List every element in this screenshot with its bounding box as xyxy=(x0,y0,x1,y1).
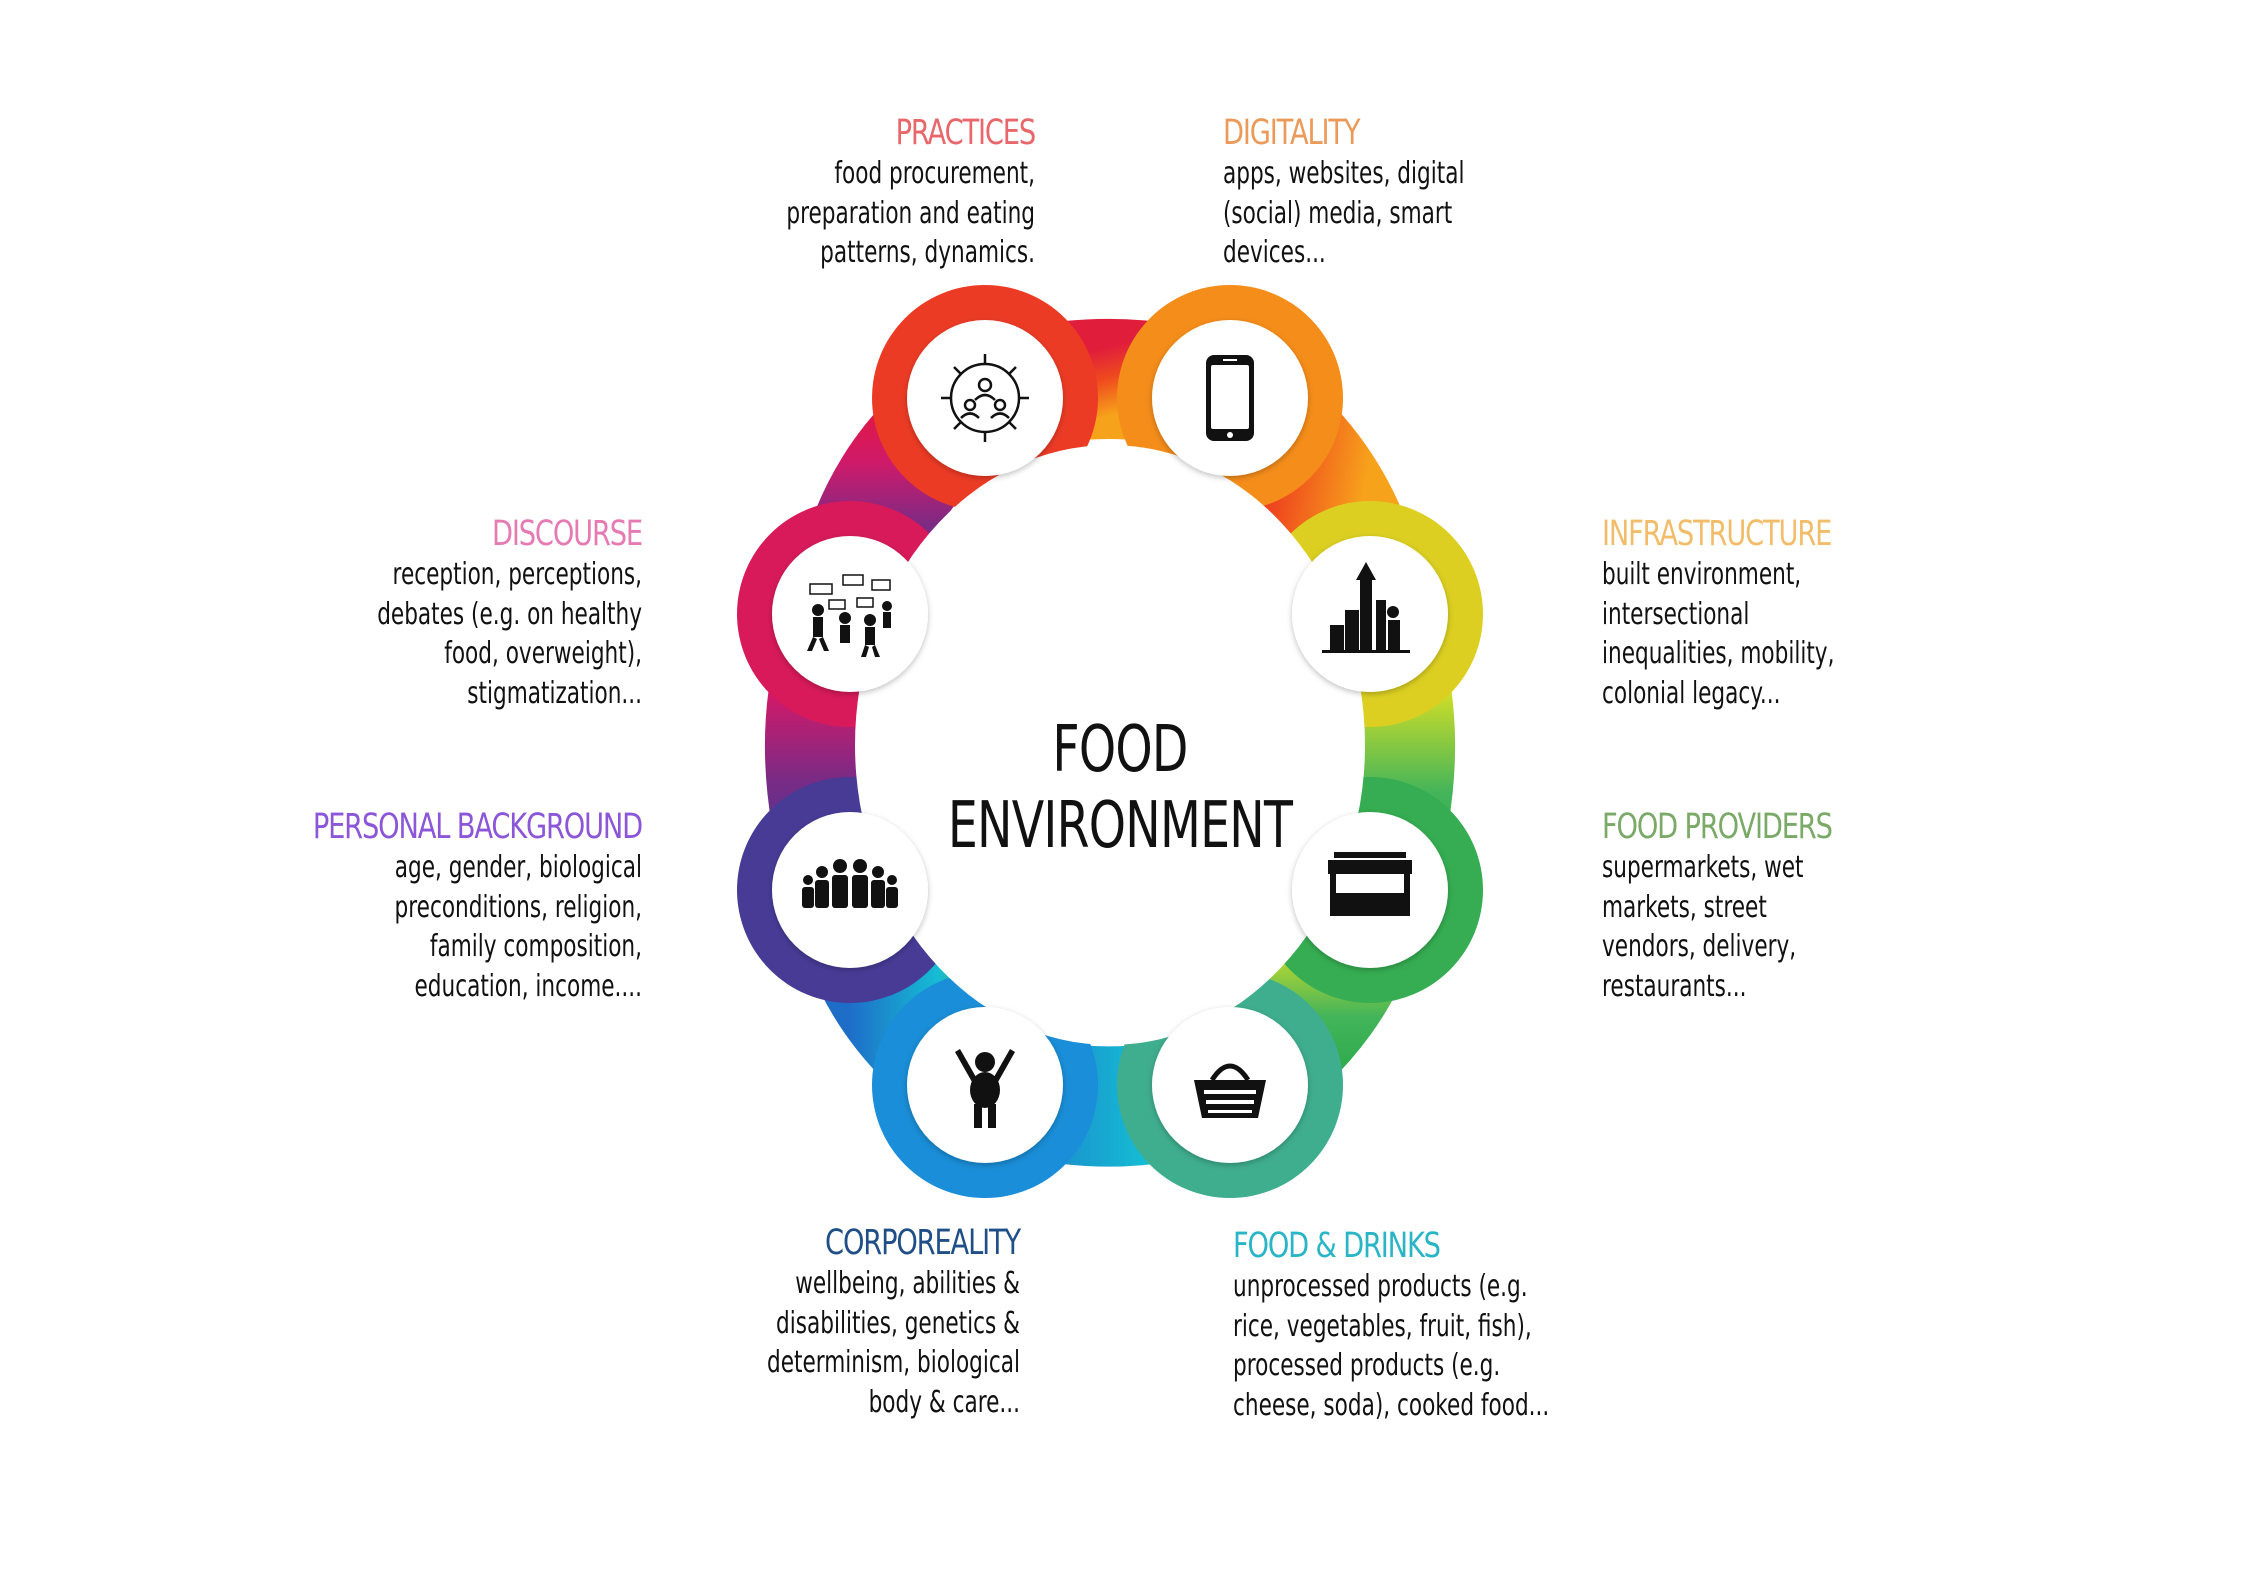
shopping-basket-icon xyxy=(1194,1063,1266,1118)
discourse-node xyxy=(772,536,928,692)
personal-background-description: age, gender, biological preconditions, r… xyxy=(394,850,642,1004)
digitality-label: DIGITALITY apps, websites, digital (soci… xyxy=(1223,112,1623,273)
food-providers-title: FOOD PROVIDERS xyxy=(1602,807,1833,847)
corporeality-label: CORPOREALITY wellbeing, abilities & disa… xyxy=(620,1222,1021,1422)
practices-description: food procurement, preparation and eating… xyxy=(786,156,1035,270)
personal-background-title: PERSONAL BACKGROUND xyxy=(312,807,643,847)
market-stall-icon xyxy=(1328,852,1412,916)
infrastructure-description: built environment, intersectional inequa… xyxy=(1602,557,1835,711)
infrastructure-title: INFRASTRUCTURE xyxy=(1602,514,1832,554)
digitality-title: DIGITALITY xyxy=(1223,113,1361,153)
smartphone-icon xyxy=(1206,355,1254,441)
discourse-title: DISCOURSE xyxy=(492,514,643,554)
gear-people-icon xyxy=(941,354,1029,442)
personal-background-node xyxy=(772,812,928,968)
center-area xyxy=(855,445,1365,1045)
person-body-icon xyxy=(955,1049,1015,1128)
family-group-icon xyxy=(802,859,898,908)
digitality-node xyxy=(1152,320,1308,476)
food-drinks-title: FOOD & DRINKS xyxy=(1233,1226,1441,1266)
personal-background-label: PERSONAL BACKGROUND age, gender, biologi… xyxy=(200,806,643,1006)
food-providers-node xyxy=(1292,812,1448,968)
food-providers-description: supermarkets, wet markets, street vendor… xyxy=(1602,850,1804,1004)
corporeality-node xyxy=(907,1007,1063,1163)
practices-node xyxy=(907,320,1063,476)
food-drinks-description: unprocessed products (e.g. rice, vegetab… xyxy=(1233,1269,1550,1423)
food-providers-label: FOOD PROVIDERS supermarkets, wet markets… xyxy=(1602,806,2002,1006)
discourse-label: DISCOURSE reception, perceptions, debate… xyxy=(240,513,643,713)
practices-title: PRACTICES xyxy=(895,113,1037,153)
digitality-description: apps, websites, digital (social) media, … xyxy=(1223,156,1465,270)
practices-label: PRACTICES food procurement, preparation … xyxy=(640,112,1037,273)
infrastructure-label: INFRASTRUCTURE built environment, inters… xyxy=(1602,513,2002,713)
diagram-title: FOOD ENVIRONMENT xyxy=(947,713,1293,863)
corporeality-description: wellbeing, abilities & disabilities, gen… xyxy=(767,1266,1020,1420)
infrastructure-node xyxy=(1292,536,1448,692)
discourse-description: reception, perceptions, debates (e.g. on… xyxy=(377,557,642,711)
food-drinks-node xyxy=(1152,1007,1308,1163)
food-drinks-label: FOOD & DRINKS unprocessed products (e.g.… xyxy=(1233,1225,1673,1425)
protest-crowd-icon xyxy=(807,574,892,657)
corporeality-title: CORPOREALITY xyxy=(825,1223,1021,1263)
city-skyline-icon xyxy=(1322,562,1410,653)
